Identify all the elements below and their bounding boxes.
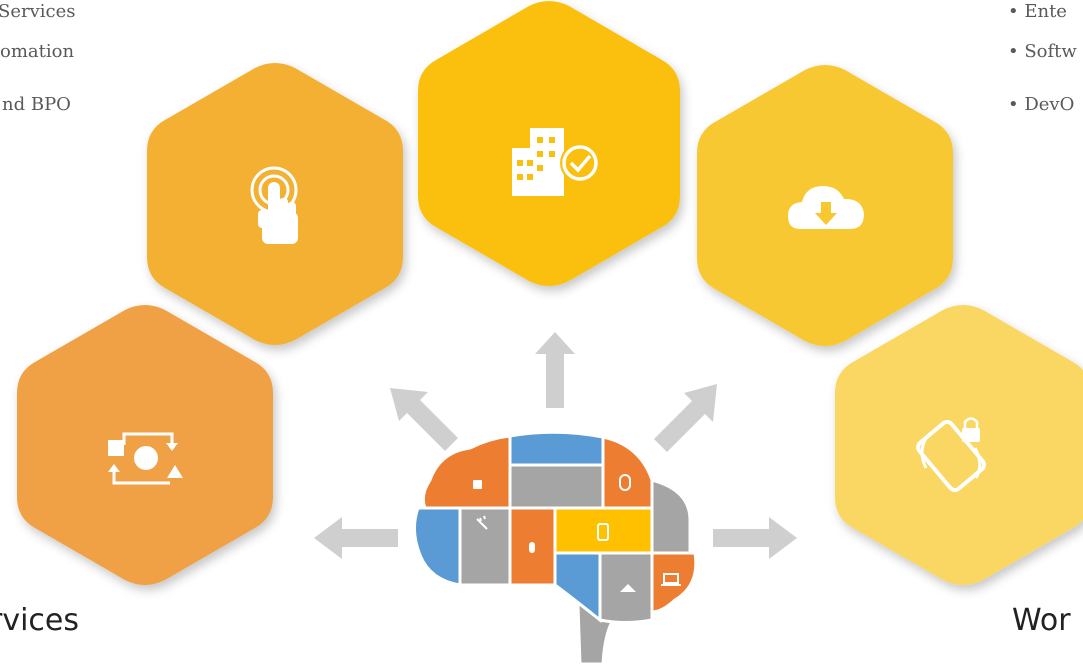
right-list-item: • Softw [1008, 41, 1077, 62]
shapes-cycle-icon [108, 432, 183, 485]
arrow-up-right [654, 384, 717, 452]
arrows [314, 332, 797, 559]
caption-left: rvices [0, 603, 80, 638]
right-list-item: • DevO [1008, 94, 1075, 115]
cloud-download-icon [788, 186, 864, 229]
arrow-left [314, 517, 398, 559]
arrow-up-left [390, 388, 458, 451]
arrow-right [713, 517, 797, 559]
left-list-item: Services [0, 1, 76, 22]
hexagon-automation [17, 305, 273, 585]
brain-illustration [413, 430, 698, 664]
rotate-lock-icon [916, 417, 986, 493]
right-list-item: • Ente [1008, 1, 1067, 22]
building-check-icon [512, 128, 600, 196]
left-list-item: nd BPO [2, 94, 71, 115]
caption-right: Wor [1012, 603, 1071, 638]
arrow-up [535, 332, 575, 408]
hexagon-mobile [835, 305, 1083, 585]
touch-hand-icon [250, 166, 298, 244]
left-list-item: omation [0, 41, 75, 62]
